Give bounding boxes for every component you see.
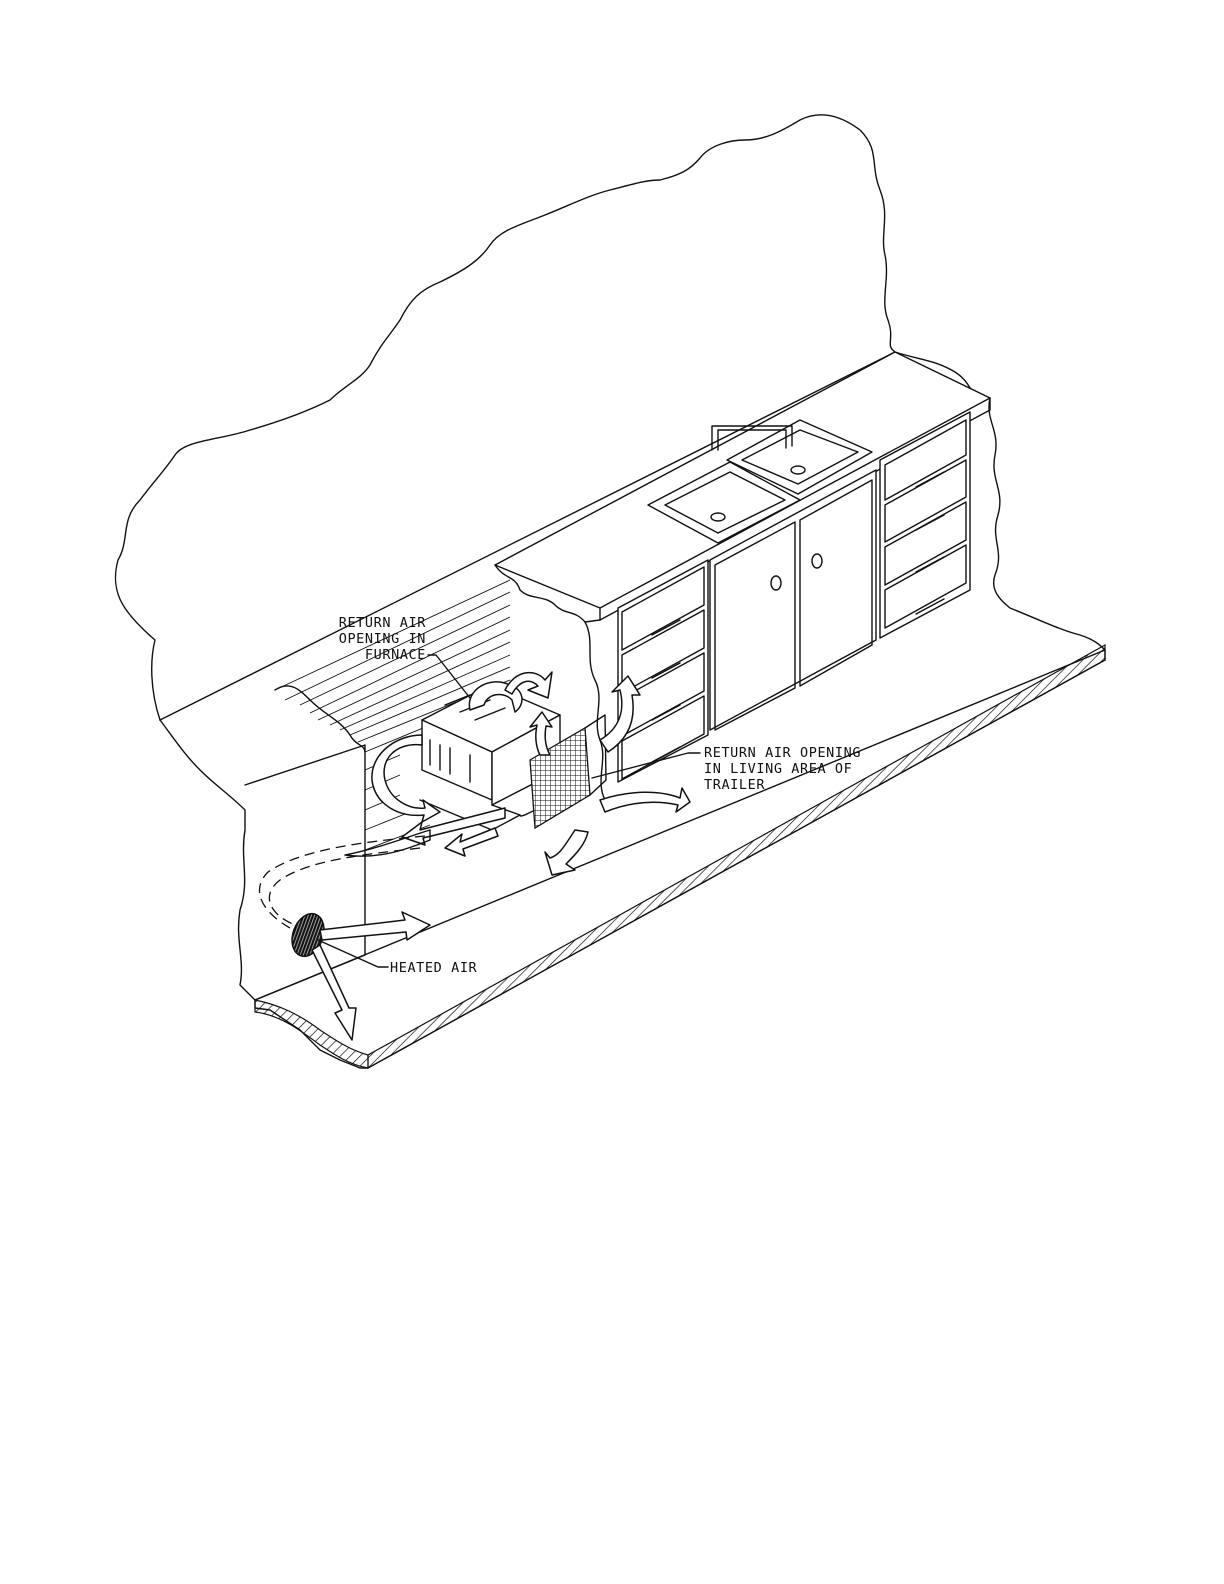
label-return-air-living-line3: TRAILER xyxy=(704,777,765,793)
heated-air-arrow-right xyxy=(320,912,430,940)
furnace-top-arrow-right xyxy=(505,672,552,698)
label-heated-air: HEATED AIR xyxy=(390,960,478,976)
label-return-air-living-line2: IN LIVING AREA OF xyxy=(704,761,852,777)
wall-base-line xyxy=(245,745,365,1000)
label-return-air-furnace-line3: FURNACE xyxy=(365,647,426,663)
right-cut-edge xyxy=(989,398,1105,650)
supply-duct-arrow-2 xyxy=(445,828,498,856)
label-return-air-furnace-line1: RETURN AIR xyxy=(339,615,427,631)
label-return-air-furnace-line2: OPENING IN xyxy=(339,631,426,647)
label-return-air-furnace: RETURN AIR OPENING IN FURNACE xyxy=(339,615,427,663)
left-drawers xyxy=(618,560,708,782)
return-air-arrow-right xyxy=(600,788,690,812)
label-return-air-living-line1: RETURN AIR OPENING xyxy=(704,745,861,761)
